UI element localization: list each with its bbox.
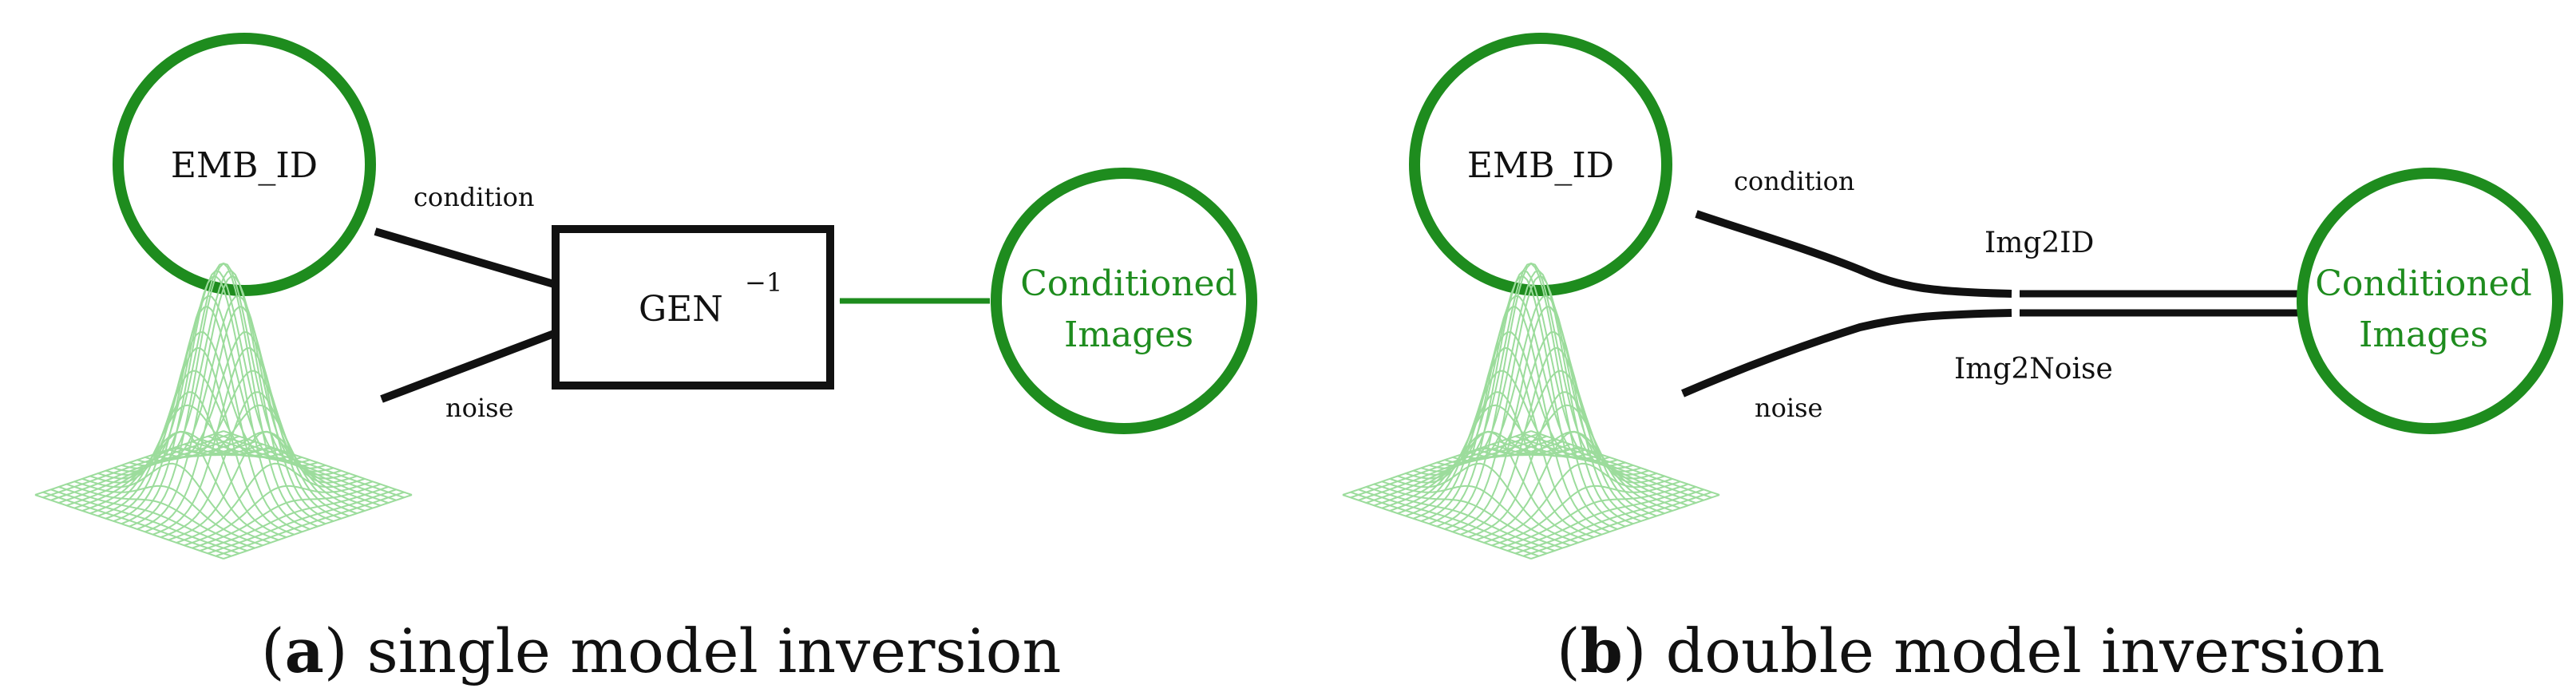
panel-a: EMB_ID GEN −1 condition noise Conditione… (34, 33, 1257, 686)
mesh-line (1514, 488, 1704, 555)
mesh-line (215, 433, 405, 499)
mesh-line (1507, 486, 1696, 552)
mesh-line (121, 270, 311, 525)
mesh-line (1444, 270, 1634, 525)
img2noise-label: Img2Noise (1954, 353, 2113, 386)
mesh-line (1436, 262, 1626, 528)
mesh-line (129, 262, 319, 528)
noise-label: noise (1755, 393, 1822, 423)
gen-inverse-box (552, 225, 834, 390)
condition-arrow (374, 227, 556, 288)
mesh-line (1350, 491, 1540, 557)
conditioned-images-node (2297, 168, 2563, 434)
conditioned-images-label-line1: Conditioned (2315, 263, 2532, 304)
gaussian-noise-surface (1342, 262, 1720, 560)
gaussian-noise-surface (34, 262, 413, 560)
mesh-line (1373, 483, 1563, 549)
mesh-line (207, 488, 397, 555)
emb-id-node (1409, 33, 1672, 296)
condition-arrow (1695, 210, 2012, 298)
mesh-line (223, 494, 413, 560)
mesh-line (1530, 494, 1720, 560)
noise-arrow (380, 330, 556, 403)
panel-b: EMB_ID condition noise Img2ID Img2Noise … (1342, 33, 2563, 686)
emb-id-label: EMB_ID (1467, 145, 1614, 186)
mesh-line (58, 486, 247, 552)
condition-label: condition (1734, 166, 1854, 196)
mesh-line (42, 491, 232, 557)
conditioned-images-label-line2: Images (2359, 314, 2488, 355)
mesh-line (1436, 262, 1626, 528)
mesh-line (34, 494, 224, 560)
mesh-line (1522, 433, 1712, 499)
mesh-line (65, 483, 255, 549)
mesh-line (1342, 494, 1532, 560)
mesh-line (1358, 488, 1548, 555)
conditioned-images-node (991, 168, 1257, 434)
img2id-label: Img2ID (1984, 227, 2094, 259)
mesh-line (1350, 433, 1540, 499)
gen-inverse-superscript: −1 (745, 267, 782, 298)
caption-a: (a) single model inversion (261, 615, 1062, 686)
mesh-line (129, 262, 319, 528)
conditioned-images-label-line1: Conditioned (1020, 263, 1237, 304)
noise-arrow (1681, 309, 2012, 397)
mesh-line (50, 488, 240, 555)
noise-label: noise (445, 393, 513, 423)
mesh-line (1522, 491, 1712, 557)
emb-id-node (113, 33, 376, 296)
mesh-line (137, 270, 326, 525)
caption-b: (b) double model inversion (1557, 615, 2384, 686)
gen-inverse-label: GEN (639, 289, 723, 330)
emb-id-label: EMB_ID (171, 145, 318, 186)
mesh-line (1366, 486, 1555, 552)
mesh-line (1428, 270, 1618, 525)
condition-label: condition (414, 182, 534, 212)
conditioned-images-label-line2: Images (1064, 314, 1193, 355)
mesh-line (215, 491, 405, 557)
mesh-line (42, 433, 232, 499)
mesh-line (200, 486, 389, 552)
